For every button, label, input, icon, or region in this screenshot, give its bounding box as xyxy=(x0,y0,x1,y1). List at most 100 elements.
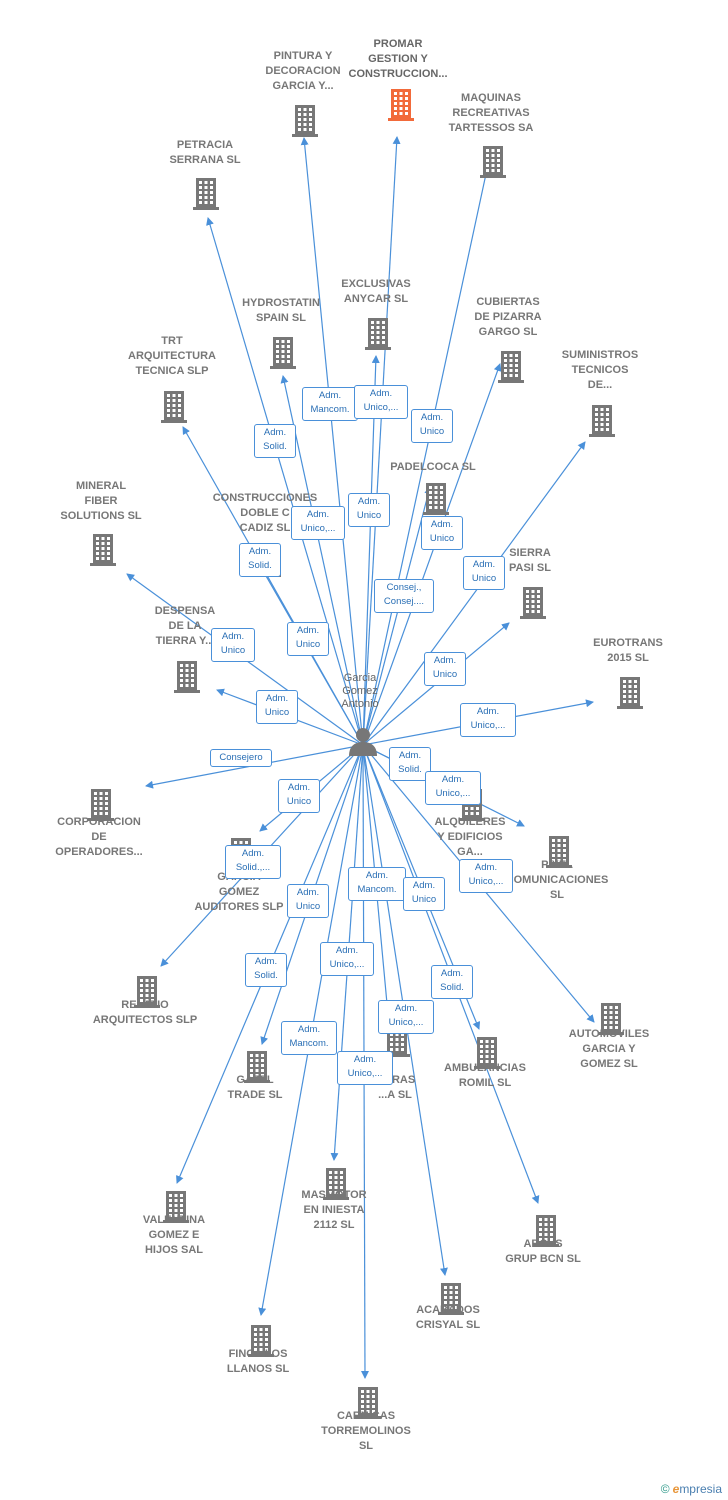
building-icon xyxy=(292,103,318,142)
building-icon xyxy=(270,335,296,374)
building-icon xyxy=(498,349,524,388)
relation-label[interactable]: Adm. Unico xyxy=(403,877,445,911)
company-name: MINERAL FIBER SOLUTIONS SL xyxy=(60,480,142,522)
company-name: SIERRA PASI SL xyxy=(509,547,551,574)
relation-label[interactable]: Adm. Solid.,... xyxy=(225,845,281,879)
edge-line xyxy=(362,136,401,746)
building-icon xyxy=(244,1049,270,1088)
company-name: PETRACIA SERRANA SL xyxy=(169,139,241,166)
building-icon xyxy=(174,659,200,698)
building-icon xyxy=(520,585,546,624)
company-name: MAQUINAS RECREATIVAS TARTESSOS SA xyxy=(448,92,534,134)
relation-label[interactable]: Adm. Unico xyxy=(463,556,505,590)
edge-line xyxy=(362,486,433,746)
company-name: FINCA LOS LLANOS SL xyxy=(226,1348,290,1375)
edge-line xyxy=(206,217,364,746)
building-icon xyxy=(438,1281,464,1320)
building-icon xyxy=(193,176,219,215)
relation-label[interactable]: Adm. Unico,... xyxy=(459,859,513,893)
building-icon xyxy=(617,675,643,714)
relation-label[interactable]: Adm. Mancom. xyxy=(281,1021,337,1055)
building-icon xyxy=(163,1189,189,1228)
company-name: PINTURA Y DECORACION GARCIA Y... xyxy=(265,50,341,92)
company-name: MASMOTOR EN INIESTA 2112 SL xyxy=(301,1189,367,1231)
relation-label[interactable]: Consej., Consej.... xyxy=(374,579,434,613)
company-name: DESPENSA DE LA TIERRA Y... xyxy=(154,605,216,647)
edge-line xyxy=(362,355,380,746)
relation-label[interactable]: Adm. Unico,... xyxy=(378,1000,434,1034)
building-icon xyxy=(134,974,160,1013)
building-icon xyxy=(365,316,391,355)
relation-label[interactable]: Adm. Unico xyxy=(424,652,466,686)
company-name: EXCLUSIVAS ANYCAR SL xyxy=(341,278,411,305)
relation-label[interactable]: Adm. Mancom. xyxy=(302,387,358,421)
relation-label[interactable]: Adm. Unico,... xyxy=(291,506,345,540)
relation-label[interactable]: Adm. Solid. xyxy=(239,543,281,577)
relation-label[interactable]: Adm. Unico,... xyxy=(425,771,481,805)
building-icon xyxy=(388,87,414,126)
relation-label[interactable]: Adm. Solid. xyxy=(254,424,296,458)
relation-label[interactable]: Adm. Unico xyxy=(287,622,329,656)
building-icon xyxy=(423,481,449,520)
footer-brand: ©empresia xyxy=(661,1482,722,1496)
company-name: CORPORACION DE OPERADORES... xyxy=(55,816,143,858)
relation-label[interactable]: Adm. Unico,... xyxy=(320,942,374,976)
relation-label[interactable]: Adm. Unico,... xyxy=(337,1051,393,1085)
company-name: RELATIO ARQUITECTOS SLP xyxy=(92,999,198,1026)
center-person-label: Garcia Gomez Antonio xyxy=(341,672,379,710)
brand-name: mpresia xyxy=(679,1482,722,1496)
company-name: VALENTINA GOMEZ E HIJOS SAL xyxy=(142,1214,206,1256)
company-name: TRT ARQUITECTURA TECNICA SLP xyxy=(128,335,216,377)
relation-label[interactable]: Adm. Solid. xyxy=(389,747,431,781)
company-name: EUROTRANS 2015 SL xyxy=(593,637,663,664)
company-name: ACABADOS CRISYAL SL xyxy=(415,1304,481,1331)
building-icon xyxy=(598,1001,624,1040)
building-icon xyxy=(480,144,506,183)
building-icon xyxy=(546,834,572,873)
company-name: CUBIERTAS DE PIZARRA GARGO SL xyxy=(474,296,542,338)
person-icon xyxy=(349,728,377,756)
brand-initial: e xyxy=(672,1482,680,1496)
company-name: GAZEL TRADE SL xyxy=(227,1074,283,1101)
relation-label[interactable]: Adm. Unico xyxy=(211,628,255,662)
company-name: CONSTRUCCIONES DOBLE C CADIZ SL xyxy=(212,492,318,534)
relation-label[interactable]: Adm. Unico xyxy=(348,493,390,527)
copyright-symbol: © xyxy=(660,1482,670,1496)
edge-line xyxy=(300,137,364,746)
relation-label[interactable]: Adm. Unico xyxy=(411,409,453,443)
building-icon xyxy=(323,1166,349,1205)
company-name: PADELCOCA SL xyxy=(390,461,476,473)
company-name: CARNICAS TORREMOLINOS SL xyxy=(321,1410,411,1452)
building-icon xyxy=(248,1323,274,1362)
relation-label[interactable]: Adm. Unico xyxy=(278,779,320,813)
company-name: SUMINISTROS TECNICOS DE... xyxy=(561,349,639,391)
relation-label[interactable]: Adm. Unico,... xyxy=(354,385,408,419)
relation-label[interactable]: Adm. Unico xyxy=(256,690,298,724)
company-name: ARCUS GRUP BCN SL xyxy=(505,1238,581,1265)
building-icon xyxy=(474,1035,500,1074)
company-name: AMBULANCIAS ROMIL SL xyxy=(444,1062,526,1089)
building-icon xyxy=(533,1213,559,1252)
edge-line xyxy=(362,159,492,746)
company-name: HYDROSTATIN SPAIN SL xyxy=(242,297,320,324)
edge-line xyxy=(362,363,502,746)
building-icon xyxy=(355,1385,381,1424)
edge-line xyxy=(362,441,586,746)
building-icon xyxy=(161,389,187,428)
building-icon xyxy=(90,532,116,571)
relation-label[interactable]: Adm. Unico xyxy=(421,516,463,550)
edge-line xyxy=(280,375,364,746)
company-name: AUTOMOVILES GARCIA Y GOMEZ SL xyxy=(568,1028,650,1070)
center-person[interactable] xyxy=(346,726,380,756)
building-icon xyxy=(88,787,114,826)
company-name: PIXEL COMUNICACIONES SL xyxy=(505,859,609,901)
relation-label[interactable]: Adm. Solid. xyxy=(431,965,473,999)
relation-label[interactable]: Adm. Unico,... xyxy=(460,703,516,737)
relation-label[interactable]: Adm. Unico xyxy=(287,884,329,918)
company-name: ALQUILERES Y EDIFICIOS GA... xyxy=(434,816,506,858)
relation-label[interactable]: Consejero xyxy=(210,749,272,767)
building-icon xyxy=(589,403,615,442)
relation-label[interactable]: Adm. Solid. xyxy=(245,953,287,987)
relation-label[interactable]: Adm. Mancom. xyxy=(348,867,406,901)
